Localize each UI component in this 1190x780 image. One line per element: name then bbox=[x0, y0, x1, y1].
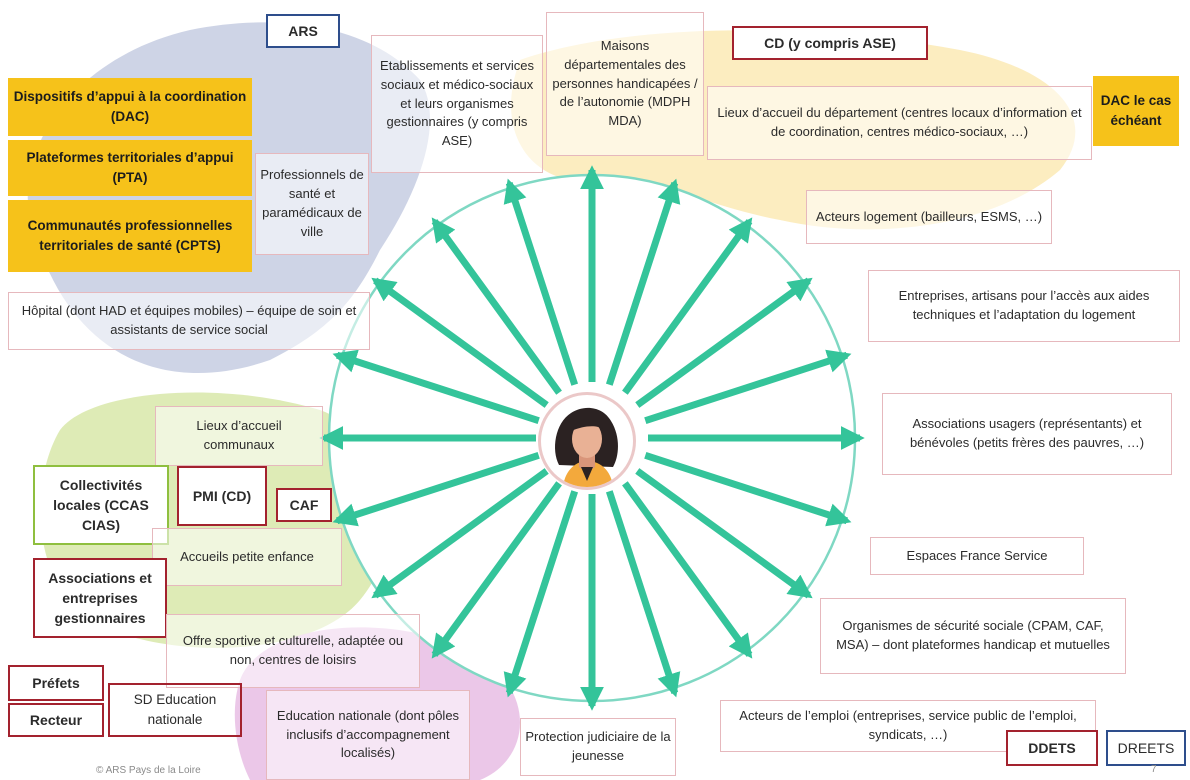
cd-label: CD (y compris ASE) bbox=[732, 26, 928, 60]
radial-arrow bbox=[503, 490, 579, 698]
collectivites-box: Collectivités locales (CCAS CIAS) bbox=[33, 465, 169, 545]
radial-arrow bbox=[635, 468, 813, 599]
radial-arrow bbox=[635, 277, 813, 408]
radial-arrow bbox=[622, 217, 753, 395]
radial-arrow bbox=[332, 349, 540, 425]
radial-arrow bbox=[431, 217, 562, 395]
person-avatar-icon bbox=[538, 392, 636, 490]
radial-arrow bbox=[332, 451, 540, 527]
ddets-box: DDETS bbox=[1006, 730, 1098, 766]
hopital-box: Hôpital (dont HAD et équipes mobiles) – … bbox=[8, 292, 370, 350]
associations-gestionnaires-box: Associations et entreprises gestionnaire… bbox=[33, 558, 167, 638]
entreprises-box: Entreprises, artisans pour l’accès aux a… bbox=[868, 270, 1180, 342]
ars-label: ARS bbox=[266, 14, 340, 48]
copyright-credit: © ARS Pays de la Loire bbox=[96, 765, 201, 776]
emploi-box: Acteurs de l’emploi (entreprises, servic… bbox=[720, 700, 1096, 752]
lieux-communaux-box: Lieux d’accueil communaux bbox=[155, 406, 323, 466]
radial-arrow bbox=[605, 490, 681, 698]
radial-arrow bbox=[644, 349, 852, 425]
associations-usagers-box: Associations usagers (représentants) et … bbox=[882, 393, 1172, 475]
radial-arrow bbox=[371, 277, 549, 408]
offre-sportive-box: Offre sportive et culturelle, adaptée ou… bbox=[166, 614, 420, 688]
cpts-box: Communautés professionnelles territorial… bbox=[8, 200, 252, 272]
radial-arrow bbox=[371, 468, 549, 599]
lieux-departement-box: Lieux d’accueil du département (centres … bbox=[707, 86, 1092, 160]
dac-right-box: DAC le cas échéant bbox=[1093, 76, 1179, 146]
radial-arrow bbox=[622, 481, 753, 659]
securite-sociale-box: Organismes de sécurité sociale (CPAM, CA… bbox=[820, 598, 1126, 674]
professionnels-box: Professionnels de santé et paramédicaux … bbox=[255, 153, 369, 255]
sd-education-box: SD Education nationale bbox=[108, 683, 242, 737]
prefets-box: Préfets bbox=[8, 665, 104, 701]
logement-box: Acteurs logement (bailleurs, ESMS, …) bbox=[806, 190, 1052, 244]
pta-box: Plateformes territoriales d’appui (PTA) bbox=[8, 140, 252, 196]
etablissements-box: Etablissements et services sociaux et mé… bbox=[371, 35, 543, 173]
radial-arrow bbox=[431, 481, 562, 659]
dreets-box: DREETS bbox=[1106, 730, 1186, 766]
radial-arrow bbox=[644, 451, 852, 527]
caf-box: CAF bbox=[276, 488, 332, 522]
radial-arrow bbox=[605, 178, 681, 386]
accueils-box: Accueils petite enfance bbox=[152, 528, 342, 586]
radial-arrow bbox=[503, 178, 579, 386]
recteur-box: Recteur bbox=[8, 703, 104, 737]
protection-judiciaire-box: Protection judiciaire de la jeunesse bbox=[520, 718, 676, 776]
dac-box: Dispositifs d’appui à la coordination (D… bbox=[8, 78, 252, 136]
page-number: 7 bbox=[1151, 764, 1157, 775]
maisons-box: Maisons départementales des personnes ha… bbox=[546, 12, 704, 156]
education-nationale-box: Education nationale (dont pôles inclusif… bbox=[266, 690, 470, 780]
pmi-box: PMI (CD) bbox=[177, 466, 267, 526]
france-service-box: Espaces France Service bbox=[870, 537, 1084, 575]
